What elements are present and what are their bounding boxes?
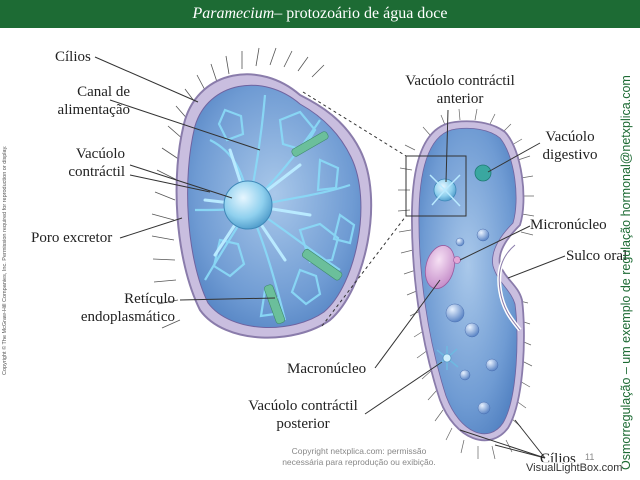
label-endoplasmic-reticulum: Retículo endoplasmático xyxy=(40,290,175,326)
food-vacuole xyxy=(474,164,492,182)
label-feeding-canal: Canal de alimentação xyxy=(20,83,130,119)
page-number: 11 xyxy=(585,452,595,462)
label-contractile-vacuole: Vacúolo contráctil xyxy=(40,145,125,181)
leader-lines xyxy=(94,56,566,459)
label-posterior-line1: Vacúolo contráctil xyxy=(248,398,358,414)
watermark: VisualLightBox.com xyxy=(526,462,623,474)
label-oral-groove: Sulco oral xyxy=(566,248,628,264)
label-contractile-vacuole-line1: Vacúolo xyxy=(75,146,125,162)
vesicles xyxy=(445,228,499,415)
side-title: Osmorregulação – um exemplo de regulação… xyxy=(619,60,637,476)
footer-copyright: Copyright netxplica.com: permissão neces… xyxy=(244,446,474,468)
label-food-vacuole-line1: Vacúolo xyxy=(545,129,595,145)
label-micronucleus: Micronúcleo xyxy=(530,217,607,233)
posterior-contractile-vacuole xyxy=(435,346,459,370)
label-excretory-pore: Poro excretor xyxy=(31,230,113,246)
label-feeding-canal-line1: Canal de xyxy=(77,84,130,100)
label-reticulum-line1: Retículo xyxy=(124,291,175,307)
label-posterior-contractile-vacuole: Vacúolo contráctil posterior xyxy=(238,397,368,433)
side-copyright: Copyright © The McGraw-Hill Companies, I… xyxy=(2,105,12,375)
paramecium-diagram xyxy=(94,47,566,460)
label-anterior-line2: anterior xyxy=(436,91,484,107)
contractile-vacuole xyxy=(223,180,273,230)
label-anterior-line1: Vacúolo contráctil xyxy=(405,73,515,89)
side-copyright-text: Copyright © The McGraw-Hill Companies, I… xyxy=(2,145,8,375)
label-food-vacuole-line2: digestivo xyxy=(542,147,598,163)
title-organism: Paramecium xyxy=(192,5,275,22)
label-posterior-line2: posterior xyxy=(276,416,330,432)
whole-paramecium xyxy=(397,108,535,460)
label-reticulum-line2: endoplasmático xyxy=(80,309,175,325)
label-contractile-vacuole-line2: contráctil xyxy=(68,164,125,180)
label-food-vacuole: Vacúolo digestivo xyxy=(535,128,605,164)
side-title-text: Osmorregulação – um exemplo de regulação… xyxy=(619,75,633,470)
footer-line1: Copyright netxplica.com: permissão xyxy=(291,446,427,456)
micronucleus xyxy=(453,256,461,264)
footer-line2: necessária para reprodução ou exibição. xyxy=(282,457,436,467)
label-macronucleus: Macronúcleo xyxy=(287,361,367,377)
zoom-connectors xyxy=(302,91,407,327)
label-cilia-top: Cílios xyxy=(55,49,91,65)
slide-title: Paramecium – protozoário de água doce xyxy=(0,0,640,28)
zoom-box xyxy=(405,155,467,217)
enlarged-view xyxy=(151,47,373,339)
label-feeding-canal-line2: alimentação xyxy=(57,102,130,118)
title-subtitle: – protozoário de água doce xyxy=(274,5,448,22)
trichocysts xyxy=(264,131,343,324)
label-anterior-contractile-vacuole: Vacúolo contráctil anterior xyxy=(400,72,520,108)
